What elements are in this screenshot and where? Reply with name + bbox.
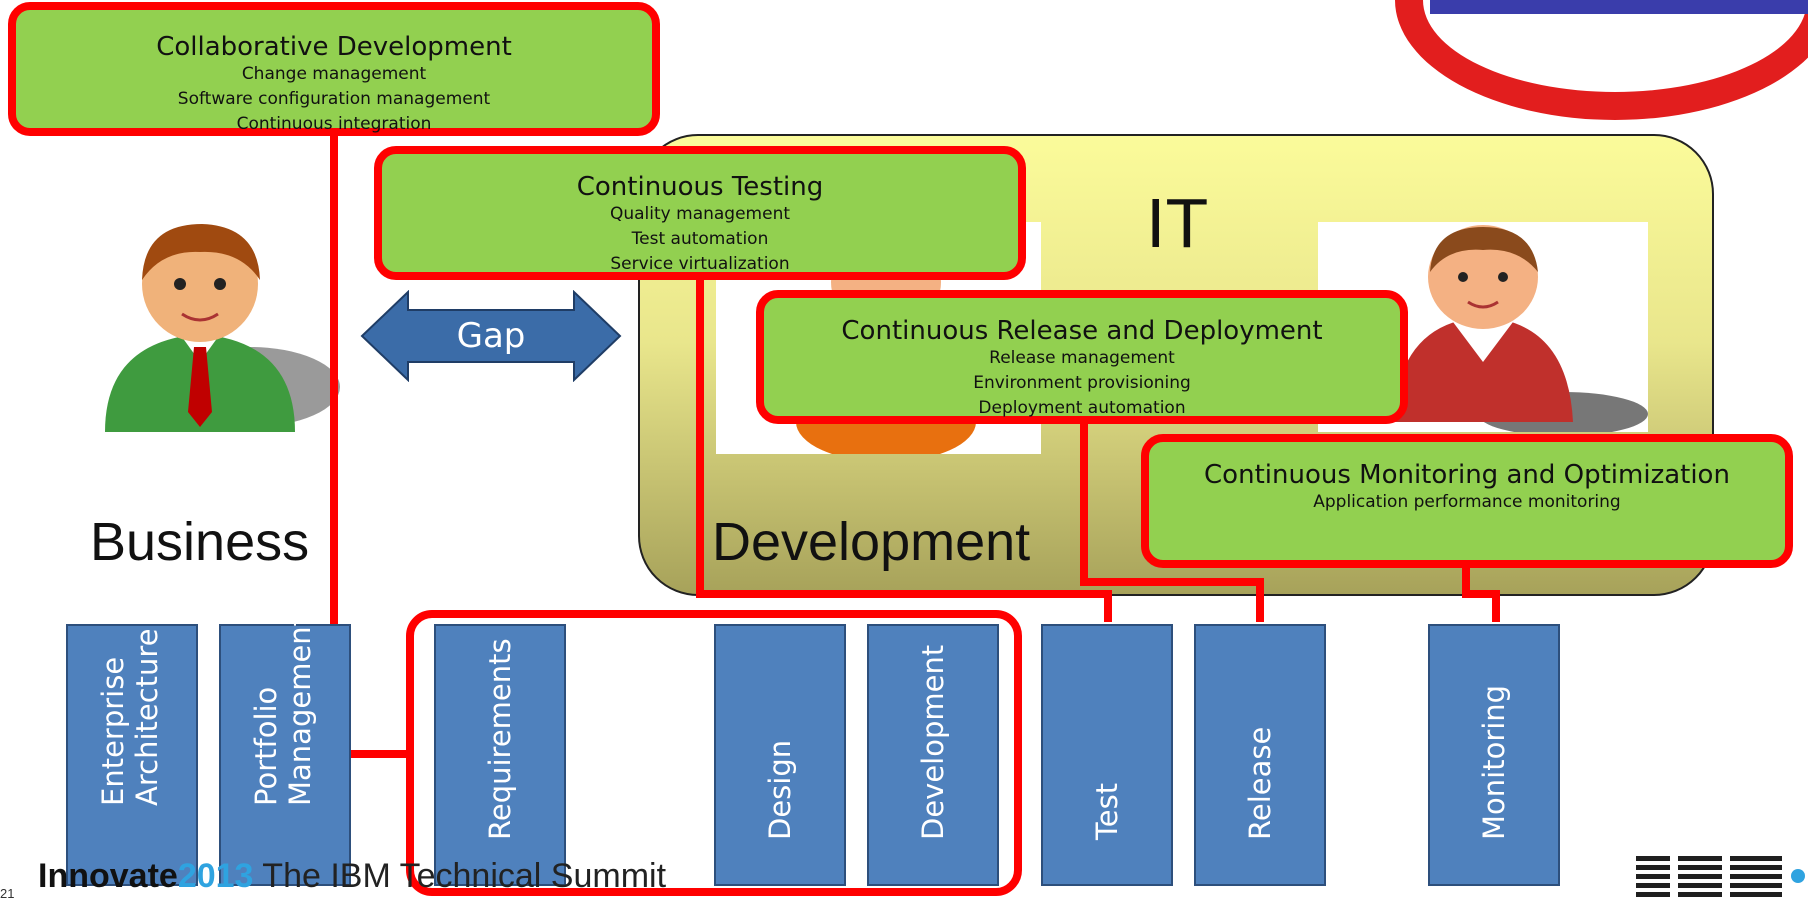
- gap-arrow: [360, 290, 622, 382]
- capability-continuous-testing[interactable]: Continuous Testing Quality management Te…: [374, 146, 1026, 280]
- capability-continuous-release-deployment[interactable]: Continuous Release and Deployment Releas…: [756, 290, 1408, 424]
- ibm-logo-icon: [1636, 856, 1805, 897]
- it-title: IT: [1146, 184, 1209, 262]
- footer-brand-name: Innovate: [38, 857, 178, 895]
- stage-label: Monitoring: [1477, 684, 1511, 840]
- stage-label: Release: [1243, 726, 1277, 840]
- capability-item: Continuous integration: [236, 114, 432, 134]
- operations-photo: [1318, 222, 1648, 436]
- capability-title: Continuous Testing: [576, 172, 824, 202]
- capability-title: Continuous Monitoring and Optimization: [1204, 460, 1730, 490]
- dev-stages-bracket: [406, 610, 1022, 896]
- stage-monitoring[interactable]: Monitoring: [1428, 624, 1560, 886]
- stage-test[interactable]: Test: [1041, 624, 1173, 886]
- business-person-icon: [105, 224, 340, 432]
- connector-monitoring-monitoring: [1462, 560, 1500, 622]
- capability-title: Continuous Release and Deployment: [841, 316, 1323, 346]
- stage-portfolio-management[interactable]: Portfolio Management: [219, 615, 351, 886]
- connector-testing-test: [696, 275, 1112, 622]
- capability-item: Change management: [241, 64, 427, 84]
- capability-item: Software configuration management: [177, 89, 491, 109]
- stage-label: Portfolio Management: [249, 614, 317, 806]
- footer-year: 2013: [177, 857, 254, 895]
- capability-collaborative-development[interactable]: Collaborative Development Change managem…: [8, 2, 660, 136]
- stage-design[interactable]: Design: [714, 624, 846, 886]
- capability-item: Quality management: [609, 204, 791, 224]
- development-label: Development: [712, 512, 1031, 572]
- capability-continuous-monitoring-optimization[interactable]: Continuous Monitoring and Optimization A…: [1141, 434, 1793, 568]
- sign-bar: [1430, 0, 1808, 14]
- connector-release-release: [1080, 422, 1264, 622]
- operations-icon: [1393, 225, 1648, 436]
- gap-label: Gap: [456, 316, 526, 356]
- stage-requirements[interactable]: Requirements: [434, 624, 566, 886]
- capability-title: Collaborative Development: [156, 32, 512, 62]
- stage-label: Test: [1090, 782, 1124, 840]
- stage-enterprise-architecture[interactable]: Enterprise Architecture: [66, 624, 198, 886]
- capability-item: Test automation: [631, 229, 769, 249]
- footer-brand: Innovate2013 The IBM Technical Summit: [38, 857, 666, 896]
- capability-item: Application performance monitoring: [1313, 492, 1621, 512]
- capability-item: Service virtualization: [610, 254, 790, 274]
- business-label: Business: [90, 512, 310, 572]
- page-number: 21: [0, 886, 15, 901]
- stage-label: Enterprise Architecture: [96, 628, 164, 806]
- stage-development[interactable]: Development: [867, 624, 999, 886]
- capability-item: Release management: [989, 348, 1175, 368]
- stage-release[interactable]: Release: [1194, 624, 1326, 886]
- capability-item: Environment provisioning: [973, 373, 1191, 393]
- footer-tagline: The IBM Technical Summit: [262, 857, 667, 895]
- capability-item: Deployment automation: [978, 398, 1186, 418]
